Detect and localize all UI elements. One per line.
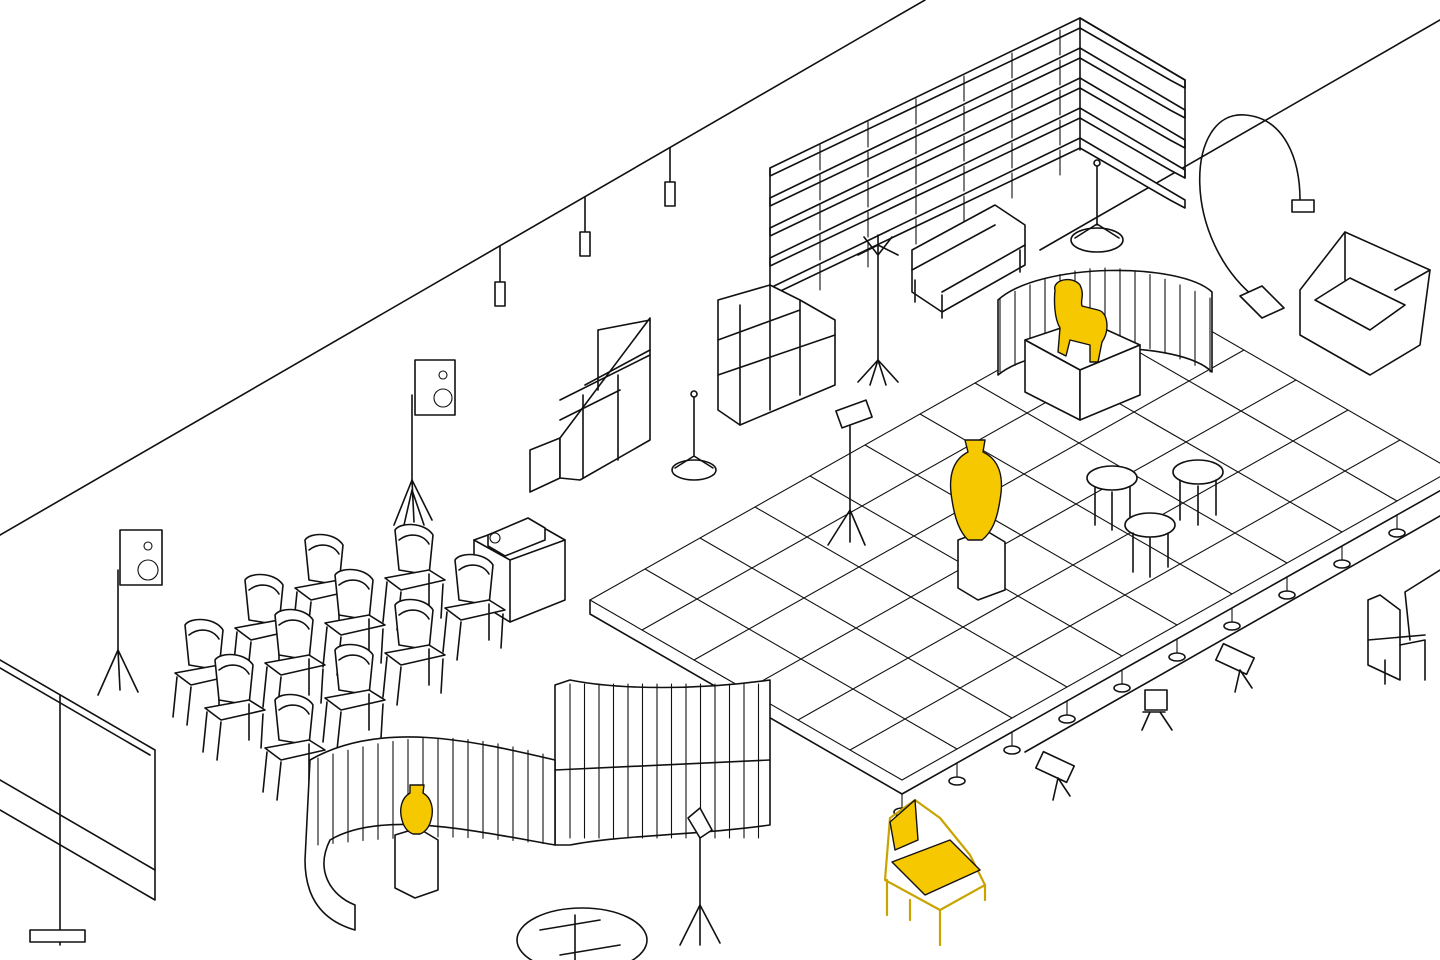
cube-shelves-left xyxy=(529,317,651,493)
side-table xyxy=(1172,459,1224,526)
small-vase xyxy=(394,784,439,899)
yellow-vase-icon xyxy=(949,439,1003,541)
stage-foot xyxy=(1113,669,1131,693)
stage-foot xyxy=(1168,638,1186,662)
wall-shelving xyxy=(769,17,1186,297)
table-lamp xyxy=(671,390,717,481)
curved-partition-front xyxy=(304,679,771,931)
chair-on-plinth xyxy=(1024,278,1141,421)
stage-foot xyxy=(1278,576,1296,600)
speaker-stand-1 xyxy=(393,359,456,526)
ceiling-spotlight-icon xyxy=(664,147,676,207)
stacking-chair-icon xyxy=(382,523,446,631)
stage-foot xyxy=(1003,731,1021,755)
speaker-stand-2 xyxy=(97,529,163,696)
ceiling-spotlight-icon xyxy=(494,245,506,307)
stacking-chair-icon xyxy=(322,643,386,751)
floor-spotlight-icon xyxy=(1214,642,1256,693)
stacking-chair-icon xyxy=(442,553,506,661)
stacking-chair-icon xyxy=(322,568,386,676)
floor-spotlight-icon xyxy=(1034,750,1076,801)
stage-foot xyxy=(1333,545,1351,569)
stacking-chair-icon xyxy=(262,693,326,801)
side-table xyxy=(1124,512,1176,578)
stacking-chair-icon xyxy=(382,598,446,706)
floor-lamp xyxy=(1070,159,1124,253)
projector-box xyxy=(473,517,566,623)
cube-shelves-right xyxy=(717,284,836,426)
stage-foot xyxy=(1388,514,1406,538)
side-tables xyxy=(1086,459,1224,578)
stage-foot xyxy=(948,762,966,786)
floor-spotlight-icon xyxy=(1141,689,1173,731)
tripod-spotlight xyxy=(827,399,873,546)
stage-foot xyxy=(1223,607,1241,631)
armchair xyxy=(1299,231,1431,376)
stage-foot xyxy=(1058,700,1076,724)
audience-chairs xyxy=(172,523,506,801)
microphone-stand xyxy=(679,807,721,946)
coat-rack xyxy=(857,234,899,386)
side-table xyxy=(1086,465,1138,531)
projection-screen xyxy=(0,659,156,946)
bench xyxy=(911,204,1026,319)
stacking-chair-icon xyxy=(202,653,266,761)
arc-lamp xyxy=(1198,114,1315,319)
round-table xyxy=(516,907,648,960)
room-outline xyxy=(0,0,1440,753)
yellow-chair-icon xyxy=(1053,278,1108,363)
large-vase xyxy=(949,439,1006,601)
yellow-vase-icon xyxy=(400,784,433,835)
side-chair xyxy=(1367,569,1440,685)
track-lights xyxy=(494,147,676,307)
floor-spotlights xyxy=(1034,642,1256,801)
ceiling-spotlight-icon xyxy=(579,196,591,257)
frame-chair xyxy=(883,798,987,947)
